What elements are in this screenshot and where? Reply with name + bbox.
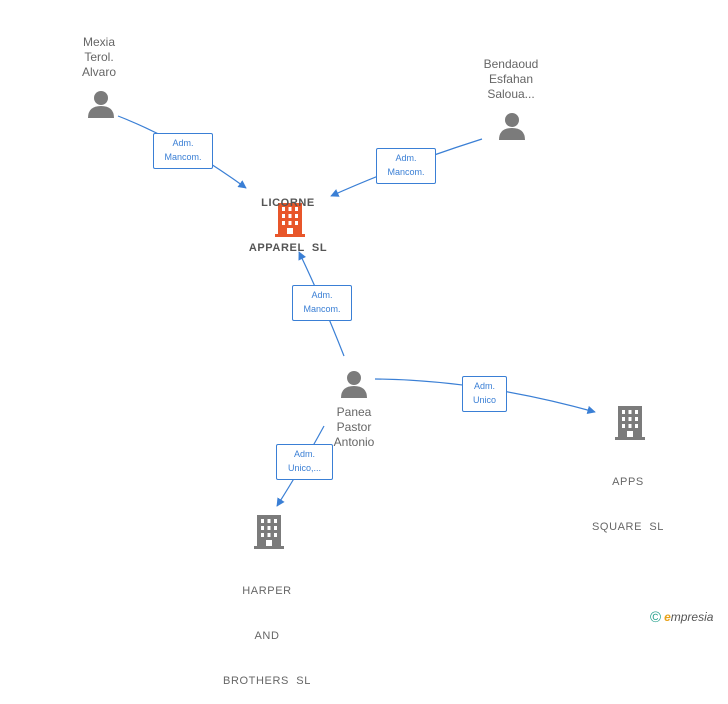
node-label-line: Esfahan: [488, 72, 534, 86]
node-label-line: Antonio: [333, 435, 375, 449]
node-label-line: Bendaoud: [483, 57, 539, 71]
edge-label-line: Mancom.: [387, 167, 425, 177]
node-label-line: APPAREL SL: [248, 242, 328, 254]
copyright-icon: ©: [650, 609, 662, 626]
person-icon[interactable]: [341, 371, 367, 398]
node-label-panea[interactable]: Panea Pastor Antonio: [314, 405, 394, 450]
node-label-harper[interactable]: HARPER AND BROTHERS SL: [214, 554, 320, 704]
node-label-line: Alvaro: [81, 65, 116, 79]
edge-label-line: Adm.: [311, 290, 333, 300]
node-label-line: Terol.: [84, 50, 114, 64]
node-label-bendaoud[interactable]: Bendaoud Esfahan Saloua...: [466, 57, 556, 102]
node-label-line: BROTHERS SL: [223, 675, 311, 687]
node-label-line: Panea: [336, 405, 372, 419]
node-label-mexia[interactable]: Mexia Terol. Alvaro: [60, 35, 138, 80]
brand-logo-initial: e: [664, 610, 671, 624]
edge-label-line: Unico: [472, 395, 496, 405]
node-label-line: APPS: [612, 476, 644, 488]
edge-label-mexia-licorne[interactable]: Adm. Mancom.: [153, 133, 213, 169]
building-icon[interactable]: [275, 203, 305, 237]
edge-label-line: Adm.: [172, 138, 194, 148]
brand-logo-text: mpresia: [670, 610, 714, 624]
edge-label-line: Unico,...: [287, 463, 321, 473]
edge-label-line: Adm.: [293, 449, 315, 459]
node-label-apps[interactable]: APPS SQUARE SL: [580, 445, 676, 550]
person-icon[interactable]: [88, 91, 114, 118]
footer-brand[interactable]: ©empresia: [650, 609, 713, 626]
edge-label-bendaoud-licorne[interactable]: Adm. Mancom.: [376, 148, 436, 184]
edge-label-line: Mancom.: [303, 304, 341, 314]
node-label-line: LICORNE: [261, 197, 315, 209]
edge-label-panea-harper[interactable]: Adm. Unico,...: [276, 444, 333, 480]
building-icon[interactable]: [254, 515, 284, 549]
edge-label-panea-apps[interactable]: Adm. Unico: [462, 376, 507, 412]
relationship-graph: [88, 91, 645, 549]
node-label-line: HARPER: [242, 585, 292, 597]
node-label-line: SQUARE SL: [591, 521, 665, 533]
edge-label-line: Mancom.: [164, 152, 202, 162]
node-label-line: Mexia: [82, 35, 115, 49]
building-icon[interactable]: [615, 406, 645, 440]
node-label-line: Pastor: [336, 420, 372, 434]
node-label-licorne[interactable]: LICORNE APPAREL SL: [238, 166, 338, 271]
person-icon[interactable]: [499, 113, 525, 140]
edge-label-line: Adm.: [473, 381, 495, 391]
edge-label-panea-licorne[interactable]: Adm. Mancom.: [292, 285, 352, 321]
edge-label-line: Adm.: [395, 153, 417, 163]
node-label-line: AND: [254, 630, 280, 642]
node-label-line: Saloua...: [487, 87, 535, 101]
